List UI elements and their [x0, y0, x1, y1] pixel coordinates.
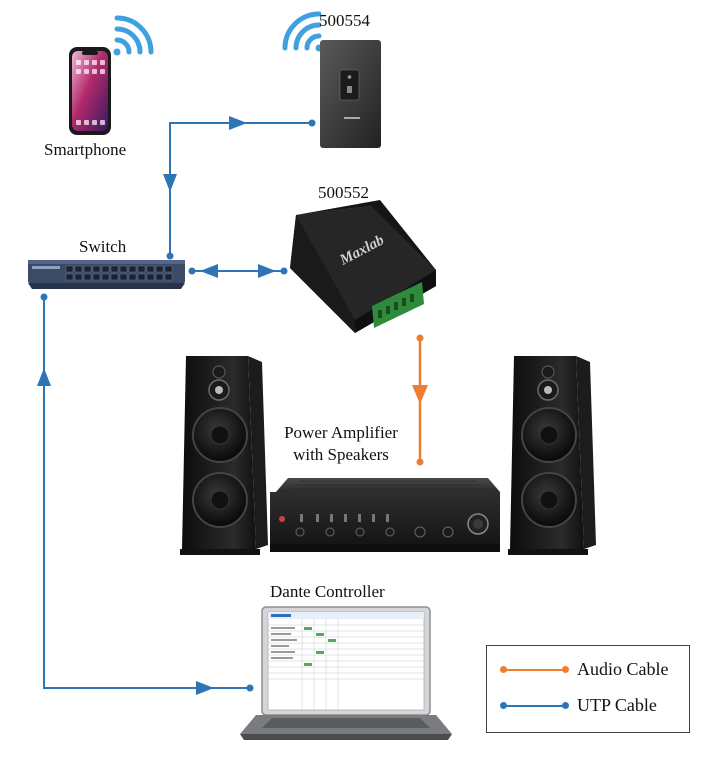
legend-utp-label: UTP Cable — [577, 695, 657, 715]
wall-panel-device — [320, 40, 381, 148]
utp-arrow-right-2 — [258, 264, 276, 278]
speaker-right — [508, 356, 596, 555]
network-switch — [28, 260, 185, 289]
legend-item-utp: UTP Cable — [487, 694, 689, 718]
laptop — [240, 606, 452, 740]
audio-arrow-down — [412, 385, 428, 404]
legend: Audio Cable UTP Cable — [486, 645, 690, 733]
utp-cable-switch-wallpanel — [169, 122, 312, 258]
audio-cable-swatch — [502, 669, 568, 671]
audio-interface-device — [290, 200, 436, 333]
audio-cable — [412, 334, 428, 466]
smartphone — [69, 47, 111, 135]
utp-arrow-left — [200, 264, 218, 278]
power-amplifier — [270, 478, 500, 552]
wall-panel-label: 500554 — [319, 11, 370, 30]
utp-arrow-down — [163, 174, 177, 192]
amplifier-label-line2: with Speakers — [293, 445, 389, 464]
controller-label: Dante Controller — [270, 582, 385, 601]
audio-interface-label: 500552 — [318, 183, 369, 202]
dante-controller-screen — [268, 612, 424, 710]
speaker-left — [180, 356, 268, 555]
utp-cable-swatch — [502, 705, 568, 707]
utp-arrowheads — [37, 116, 276, 695]
utp-cable-switch-laptop — [43, 296, 250, 689]
amplifier-label-line1: Power Amplifier — [284, 423, 398, 442]
utp-arrow-right-3 — [196, 681, 214, 695]
utp-arrow-right — [229, 116, 247, 130]
utp-arrow-up — [37, 368, 51, 386]
legend-audio-label: Audio Cable — [577, 659, 669, 679]
utp-cables — [43, 122, 312, 689]
legend-item-audio: Audio Cable — [487, 658, 689, 682]
utp-endpoints — [40, 119, 316, 692]
smartphone-label: Smartphone — [44, 140, 127, 159]
switch-label: Switch — [79, 237, 127, 256]
wifi-icon-2 — [282, 11, 323, 52]
wifi-icon — [113, 15, 154, 56]
